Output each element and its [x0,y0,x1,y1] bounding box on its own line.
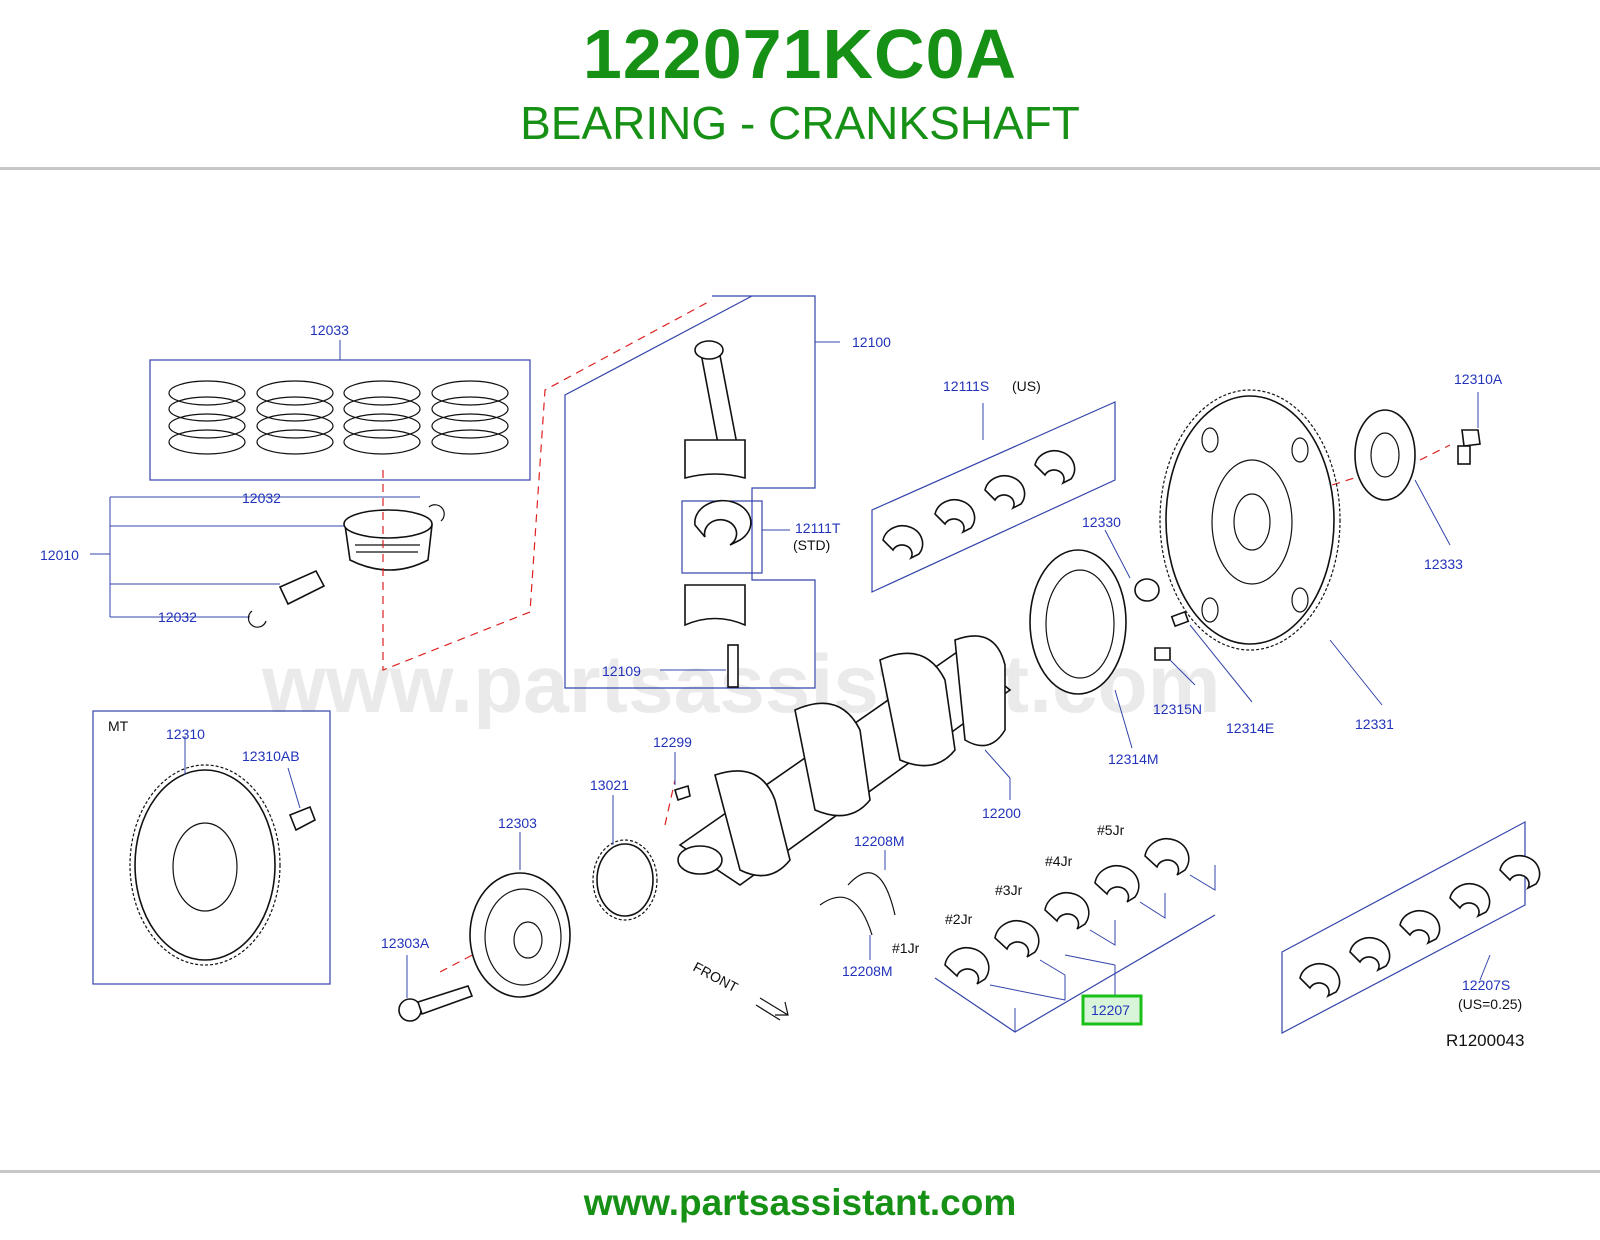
mt-label: MT [108,718,129,734]
callout-12330[interactable]: 12330 [1082,514,1121,530]
callout-13021[interactable]: 13021 [590,777,629,793]
part-name-subtitle: BEARING - CRANKSHAFT [520,97,1080,149]
callout-12200[interactable]: 12200 [982,805,1021,821]
std-label: (STD) [793,537,830,553]
journal-3-label: #3Jr [995,882,1023,898]
part-number-title: 122071KC0A [582,15,1018,93]
journal-1-label: #1Jr [892,940,920,956]
callout-12310[interactable]: 12310 [166,726,205,742]
callout-12310A[interactable]: 12310A [1454,371,1503,387]
journal-4-label: #4Jr [1045,853,1073,869]
callout-12033[interactable]: 12033 [310,322,349,338]
front-arrow [755,997,789,1021]
piston-rings-group [149,340,531,481]
callout-12032-lower[interactable]: 12032 [158,609,197,625]
rear-components [1029,529,1253,749]
bearing-set-us [871,401,1116,593]
reinforce-plate [1354,392,1481,546]
front-label: FRONT [691,959,741,996]
callout-12109[interactable]: 12109 [602,663,641,679]
callout-12207-highlighted[interactable]: 12207 [1091,1002,1130,1018]
thrust-washers [819,850,896,960]
undersize-label: (US=0.25) [1458,996,1522,1012]
callout-12100[interactable]: 12100 [852,334,891,350]
callout-12111S[interactable]: 12111S [943,378,989,394]
callout-12314E[interactable]: 12314E [1226,720,1274,736]
footer-url-link[interactable]: www.partsassistant.com [583,1182,1017,1223]
callout-12331[interactable]: 12331 [1355,716,1394,732]
callout-labels: 12033 12032 12010 12032 12100 12111T (ST… [40,322,1524,1050]
callout-12010[interactable]: 12010 [40,547,79,563]
page-header: 122071KC0A BEARING - CRANKSHAFT [0,0,1600,170]
highlighted-part-box [1081,994,1143,1026]
callout-12315N[interactable]: 12315N [1153,701,1202,717]
callout-12314M[interactable]: 12314M [1108,751,1159,767]
us-label: (US) [1012,378,1041,394]
reference-code: R1200043 [1446,1031,1524,1050]
callout-12299[interactable]: 12299 [653,734,692,750]
callout-12032-upper[interactable]: 12032 [242,490,281,506]
footer-divider [0,1170,1600,1173]
drive-plate [1159,389,1383,706]
journal-2-label: #2Jr [945,911,973,927]
callout-12111T[interactable]: 12111T [795,520,841,536]
callout-12208M-lower[interactable]: 12208M [842,963,893,979]
crankshaft [677,635,1012,886]
front-components [398,752,691,1022]
connecting-rod-group [564,295,840,689]
piston-assembly [90,496,445,628]
callout-12207S[interactable]: 12207S [1462,977,1510,993]
callout-12303A[interactable]: 12303A [381,935,430,951]
journal-5-label: #5Jr [1097,822,1125,838]
mt-flywheel-group [92,710,331,985]
bearing-set-undersize [1281,820,1541,1034]
callout-12310AB[interactable]: 12310AB [242,748,300,764]
callout-12208M-upper[interactable]: 12208M [854,833,905,849]
callout-12303[interactable]: 12303 [498,815,537,831]
main-bearing-set [934,838,1216,1033]
header-divider [0,167,1600,170]
callout-12333[interactable]: 12333 [1424,556,1463,572]
